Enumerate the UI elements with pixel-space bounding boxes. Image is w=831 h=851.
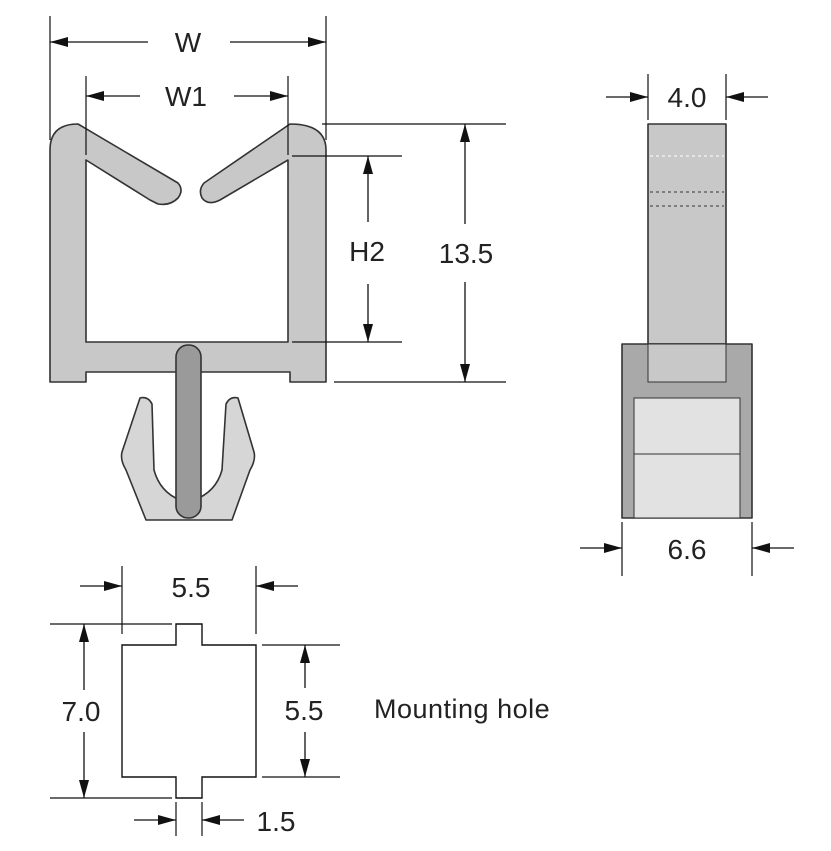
dim-hole-height-body-label: 5.5 — [285, 695, 324, 726]
dim-side-top: 4.0 — [606, 74, 768, 120]
mounting-hole-outline — [121, 623, 257, 799]
side-window-upper — [633, 397, 741, 455]
side-window-lower — [633, 453, 741, 519]
side-view: 4.0 6.6 — [580, 74, 794, 576]
dim-side-base: 6.6 — [580, 522, 794, 576]
mounting-hole-view: 5.5 7.0 5.5 — [50, 566, 550, 837]
dim-hole-height-total: 7.0 — [50, 623, 172, 799]
dim-height: 13.5 — [322, 123, 506, 383]
dim-w: W — [49, 16, 327, 140]
front-view: W W1 H2 — [49, 16, 506, 521]
dim-side-base-label: 6.6 — [668, 534, 707, 565]
dim-hole-width: 5.5 — [80, 566, 298, 634]
dim-h2-label: H2 — [349, 236, 385, 267]
dim-w1: W1 — [85, 76, 289, 155]
dim-hole-height-body: 5.5 — [262, 644, 340, 778]
clip-body — [49, 123, 327, 383]
center-pin — [175, 344, 202, 519]
side-arm-slot — [647, 343, 727, 383]
dim-w-label: W — [175, 27, 202, 58]
dim-w1-label: W1 — [165, 81, 207, 112]
dim-hole-notch-label: 1.5 — [257, 806, 296, 837]
mounting-hole-caption: Mounting hole — [374, 694, 550, 724]
dim-hole-height-total-label: 7.0 — [62, 696, 101, 727]
dim-hole-notch: 1.5 — [134, 802, 295, 837]
dim-h2: H2 — [292, 155, 402, 343]
side-arm — [647, 123, 727, 345]
dim-height-label: 13.5 — [439, 238, 494, 269]
dim-hole-width-label: 5.5 — [172, 572, 211, 603]
push-mount-fork — [120, 396, 256, 521]
dim-side-top-label: 4.0 — [668, 82, 707, 113]
